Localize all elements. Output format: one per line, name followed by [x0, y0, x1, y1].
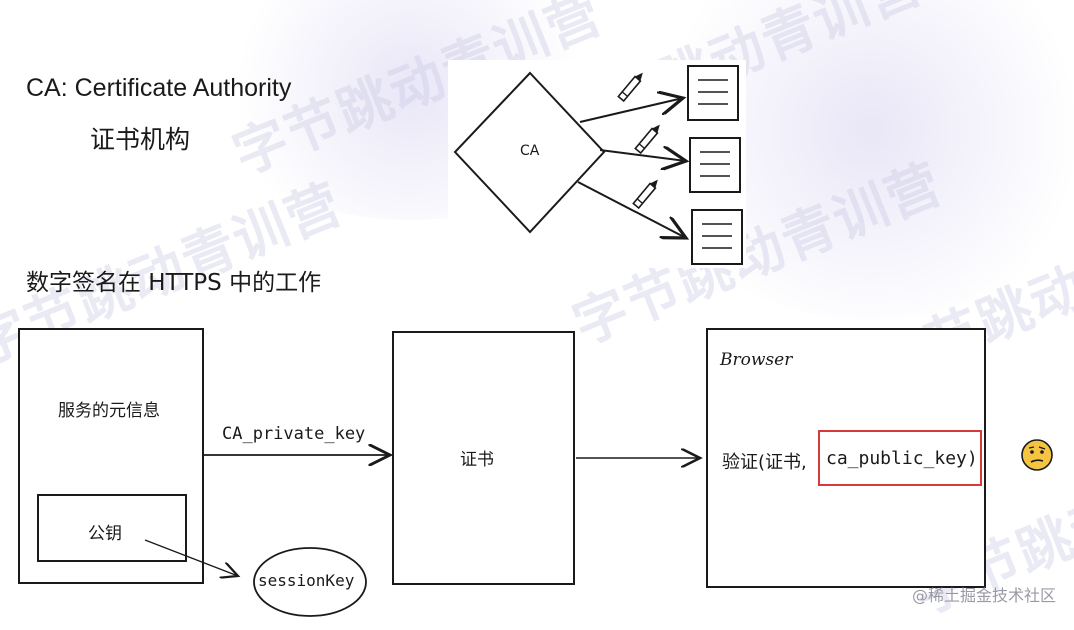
ca-subheading: 证书机构 [90, 125, 191, 154]
footer-credit: @稀土掘金技术社区 [911, 586, 1056, 605]
ca-heading: CA: Certificate Authority [26, 74, 292, 102]
private-key-label: CA_private_key [222, 424, 366, 444]
document-icon [691, 209, 743, 265]
thinking-face-icon [1021, 439, 1053, 471]
document-icon [687, 65, 739, 121]
session-key-ellipse [253, 547, 367, 617]
document-icon [689, 137, 741, 193]
certificate-box [392, 331, 575, 585]
verify-key-label: ca_public_key) [826, 448, 978, 469]
signature-heading: 数字签名在 HTTPS 中的工作 [26, 270, 322, 296]
pencil-icon [617, 72, 643, 103]
public-key-to-session-arrow [144, 539, 238, 576]
pencil-icon [632, 179, 658, 210]
issue-arrow-2 [599, 150, 686, 161]
public-key-label: 公钥 [88, 524, 122, 544]
issue-arrow-1 [579, 98, 683, 123]
verify-prefix-label: 验证(证书, [722, 452, 807, 473]
public-key-highlight [818, 430, 982, 486]
ca-label: CA [520, 143, 540, 159]
issue-arrow-3 [577, 181, 686, 238]
browser-label: Browser [720, 350, 793, 370]
server-metadata-label: 服务的元信息 [58, 401, 160, 421]
public-key-box [37, 494, 187, 562]
certificate-label: 证书 [460, 450, 494, 470]
ca-diamond [453, 71, 606, 234]
browser-box [706, 328, 986, 588]
pencil-icon [634, 124, 660, 155]
session-key-label: sessionKey [258, 571, 355, 590]
